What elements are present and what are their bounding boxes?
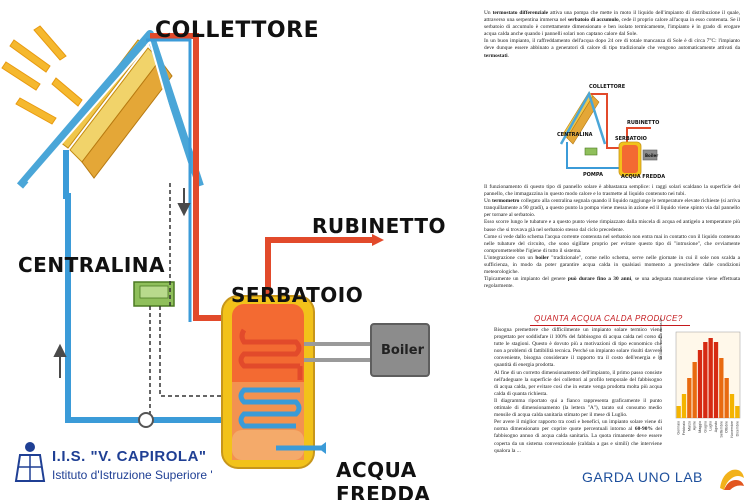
school-name: I.I.S. "V. CAPIROLA" — [52, 448, 207, 465]
chart-tick-label: Agosto — [714, 421, 718, 432]
mini-serbatoio-label: SERBATOIO — [615, 136, 647, 142]
cold-coil — [238, 387, 302, 429]
diagram-drawing — [1, 25, 384, 469]
section-title-underline — [530, 325, 690, 326]
chart-bar — [692, 362, 697, 418]
rubinetto-label: RUBINETTO — [312, 214, 446, 238]
chart-tick-label: Ottobre — [725, 421, 729, 433]
school-crest-icon — [14, 442, 46, 482]
functioning-paragraph: Il funzionamento di questo tipo di panne… — [484, 184, 740, 290]
chart-tick-label: Febbraio — [682, 421, 686, 435]
chart-frame — [675, 331, 741, 419]
collettore-label: COLLETTORE — [155, 18, 320, 43]
chart-bar — [681, 394, 687, 418]
chart-bar — [735, 406, 740, 418]
chart-tick-label: Marzo — [687, 421, 691, 431]
centralina-label: CENTRALINA — [18, 253, 166, 277]
mini-pompa-label: POMPA — [583, 172, 603, 178]
watermark-brand: GARDA UNO LAB — [582, 469, 703, 485]
mini-diagram-drawing — [559, 90, 658, 177]
chart-bar — [713, 342, 719, 418]
intro-paragraph: Un termostato differenziale attiva una p… — [484, 10, 740, 59]
chart-tick-label: Dicembre — [735, 421, 739, 436]
chart-tick-label: Gennaio — [677, 421, 681, 435]
flow-up-arrow-icon — [53, 343, 67, 378]
section-title: QUANTA ACQUA CALDA PRODUCE? — [534, 314, 683, 323]
school-subtitle: Istituto d'Istruzione Superiore ' — [52, 468, 213, 482]
chart-bar — [676, 406, 681, 418]
sun-rays-icon — [1, 25, 83, 125]
mini-centralina-label: CENTRALINA — [557, 132, 593, 138]
chart-bar — [729, 394, 735, 418]
chart-bar — [708, 338, 713, 418]
hot-water-arrow-icon — [372, 234, 384, 246]
hot-coil — [238, 328, 302, 369]
chart-bar — [703, 342, 708, 418]
mini-collettore-label: COLLETTORE — [589, 84, 626, 90]
chart-tick-label: Settembre — [719, 421, 723, 438]
flow-down-arrow-icon — [177, 188, 191, 217]
chart-tick-label: Luglio — [709, 421, 713, 431]
boiler-box — [370, 323, 430, 377]
chart-bar — [724, 378, 729, 418]
chart-ylabel: Utilizzo medio mensile — [658, 318, 663, 360]
mini-boiler-label: Boiler — [645, 153, 659, 158]
mini-rubinetto-label: RUBINETTO — [627, 120, 660, 126]
solar-system-diagram: COLLETTORE RUBINETTO CENTRALINA SERBATOI… — [1, 18, 446, 500]
cold-water-arrow-icon — [318, 442, 326, 454]
mini-acqua-fredda-label: ACQUA FREDDA — [621, 174, 666, 180]
chart-tick-label: Maggio — [698, 421, 702, 433]
gardauno-logo-icon — [720, 469, 744, 490]
sizing-paragraph: Bisogna premettere che difficilmente un … — [494, 327, 662, 454]
chart-tick-label: Aprile — [693, 421, 697, 430]
chart-tick-label: Novembre — [730, 421, 734, 438]
chart-bar — [719, 358, 724, 418]
chart-tick-label: Giugno — [703, 421, 707, 433]
school-logo — [10, 437, 204, 485]
serbatoio-tank — [221, 295, 315, 469]
acqua-fredda-label: ACQUA FREDDA — [336, 458, 431, 500]
chart-bar — [697, 350, 703, 418]
boiler-label: Boiler — [381, 343, 424, 358]
pump-icon — [138, 412, 154, 428]
chart-bar — [687, 378, 692, 418]
serbatoio-label: SERBATOIO — [231, 283, 364, 307]
mini-diagram: COLLETTORE RUBINETTO CENTRALINA SERBATOI… — [555, 84, 675, 180]
